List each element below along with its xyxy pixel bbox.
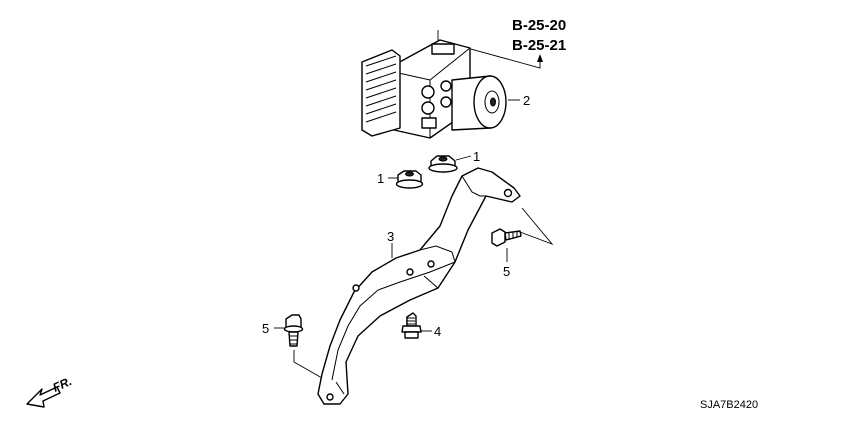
callout-5-left: 5	[262, 321, 269, 336]
reference-leader	[437, 30, 543, 69]
abs-mounting-bracket	[317, 167, 521, 405]
flange-nut-upper	[428, 155, 458, 173]
flange-nut-lower	[395, 170, 424, 189]
front-direction-label: FR.	[51, 374, 74, 395]
callout-leader-1-upper	[455, 155, 472, 161]
bolt-left-leader	[293, 350, 323, 379]
callout-1-upper: 1	[473, 149, 480, 164]
callout-2: 2	[523, 93, 530, 108]
callout-5-right: 5	[503, 264, 510, 279]
reference-code-b-25-21[interactable]: B-25-21	[512, 37, 566, 54]
abs-modulator-unit	[361, 39, 507, 139]
callout-4: 4	[434, 324, 441, 339]
front-direction-arrow: FR.	[26, 374, 74, 408]
flange-bolt-left	[283, 314, 304, 347]
flange-bolt-right	[491, 228, 522, 247]
stud-bolt	[401, 312, 422, 339]
diagram-code: SJA7B2420	[700, 399, 758, 411]
reference-code-b-25-20[interactable]: B-25-20	[512, 17, 566, 34]
bolt-right-leader	[519, 207, 554, 246]
callout-1-lower: 1	[377, 171, 384, 186]
callout-3: 3	[387, 229, 394, 244]
